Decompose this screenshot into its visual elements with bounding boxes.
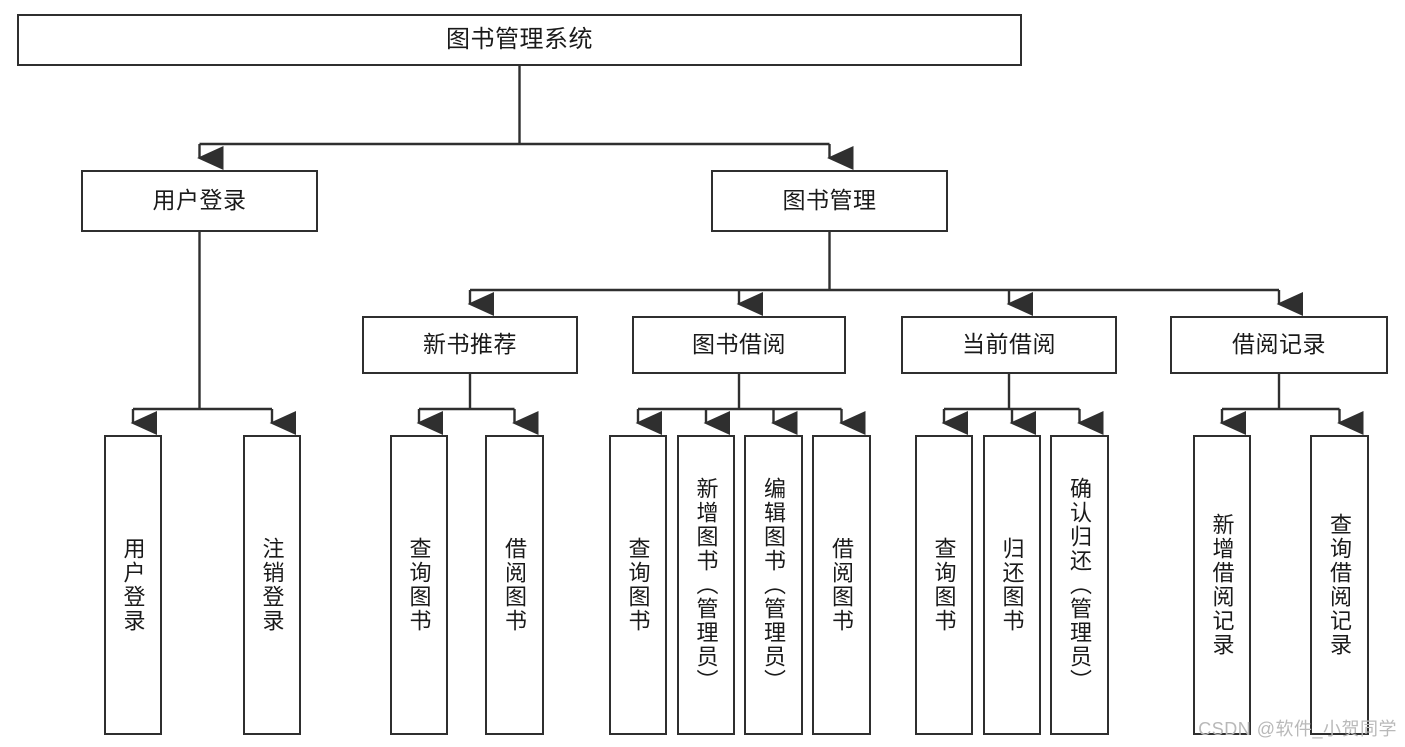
- node-label: 图书管理系统: [446, 25, 593, 53]
- node-leaf-borrow-book-b[interactable]: 借阅图书: [812, 435, 871, 735]
- node-leaf-return-book[interactable]: 归还图书: [983, 435, 1041, 735]
- node-root[interactable]: 图书管理系统: [17, 14, 1022, 66]
- node-label: 图书管理: [782, 187, 877, 214]
- node-label: 注销登录: [259, 537, 285, 633]
- node-leaf-query-book-rec[interactable]: 查询图书: [390, 435, 448, 735]
- node-leaf-add-book[interactable]: 新增图书（管理员）: [677, 435, 735, 735]
- node-leaf-edit-book[interactable]: 编辑图书（管理员）: [744, 435, 803, 735]
- node-label: 编辑图书（管理员）: [761, 477, 787, 693]
- node-label: 用户登录: [152, 187, 247, 214]
- node-label: 查询图书: [625, 537, 651, 633]
- node-leaf-query-book-b[interactable]: 查询图书: [609, 435, 667, 735]
- node-user-login[interactable]: 用户登录: [81, 170, 318, 232]
- node-label: 用户登录: [120, 537, 146, 633]
- node-new-book-rec[interactable]: 新书推荐: [362, 316, 578, 374]
- node-label: 借阅图书: [502, 537, 528, 633]
- node-book-manage[interactable]: 图书管理: [711, 170, 948, 232]
- node-label: 借阅记录: [1232, 331, 1326, 358]
- watermark: CSDN @软件_小贺同学: [1198, 719, 1397, 739]
- node-label: 归还图书: [999, 537, 1025, 633]
- node-label: 新增图书（管理员）: [693, 477, 719, 693]
- node-leaf-user-login[interactable]: 用户登录: [104, 435, 162, 735]
- node-label: 查询图书: [931, 537, 957, 633]
- node-leaf-query-record[interactable]: 查询借阅记录: [1310, 435, 1369, 735]
- node-label: 新书推荐: [423, 331, 517, 358]
- node-leaf-logout[interactable]: 注销登录: [243, 435, 301, 735]
- node-label: 新增借阅记录: [1209, 513, 1235, 657]
- node-label: 借阅图书: [829, 537, 855, 633]
- node-book-borrow[interactable]: 图书借阅: [632, 316, 846, 374]
- node-label: 查询借阅记录: [1327, 513, 1353, 657]
- node-current-borrow[interactable]: 当前借阅: [901, 316, 1117, 374]
- node-label: 查询图书: [406, 537, 432, 633]
- node-label: 图书借阅: [692, 331, 786, 358]
- node-leaf-query-book-c[interactable]: 查询图书: [915, 435, 973, 735]
- node-leaf-confirm-return[interactable]: 确认归还（管理员）: [1050, 435, 1109, 735]
- node-label: 当前借阅: [962, 331, 1056, 358]
- node-label: 确认归还（管理员）: [1067, 477, 1093, 693]
- node-borrow-record[interactable]: 借阅记录: [1170, 316, 1388, 374]
- node-leaf-add-record[interactable]: 新增借阅记录: [1193, 435, 1251, 735]
- node-leaf-borrow-book-rec[interactable]: 借阅图书: [485, 435, 544, 735]
